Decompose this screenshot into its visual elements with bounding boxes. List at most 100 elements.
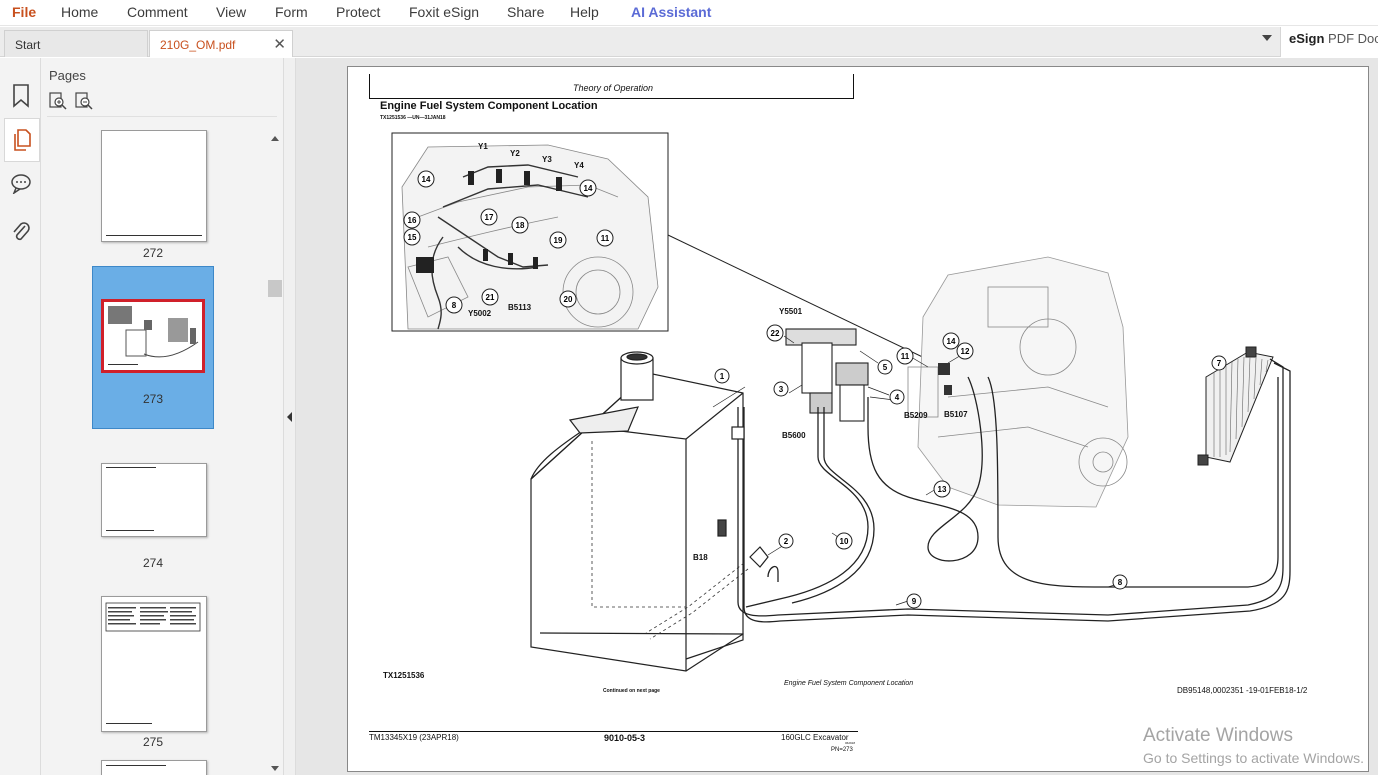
svg-text:2: 2 (784, 537, 789, 546)
zoom-in-thumbnail-icon[interactable] (49, 92, 67, 110)
callout-circle: 11 (596, 229, 614, 247)
svg-text:1: 1 (720, 372, 725, 381)
menu-protect[interactable]: Protect (336, 4, 381, 20)
thumbnail-label: 274 (142, 556, 164, 570)
pages-button[interactable] (4, 118, 40, 162)
menu-view[interactable]: View (216, 4, 247, 20)
pages-panel-title: Pages (49, 68, 86, 83)
thumbnail-page-272[interactable] (101, 130, 207, 242)
figure-ref-code: TX1251536 —UN—31JAN18 (380, 115, 446, 121)
footer-page-number: 9010-05-3 (604, 733, 646, 743)
document-tab-bar: Start 210G_OM.pdf ✕ (0, 27, 1378, 57)
panel-collapse-strip[interactable] (283, 58, 296, 775)
tab-start[interactable]: Start (4, 30, 148, 57)
label-b5107: B5107 (944, 410, 968, 419)
label-y1: Y1 (478, 142, 488, 151)
thumbnail-scrollbar[interactable] (267, 130, 283, 775)
svg-text:8: 8 (452, 301, 457, 310)
footer-pn: PN=273 (831, 747, 853, 753)
callout-circle: 11 (896, 347, 914, 365)
thumbnail-diagram-preview (108, 306, 199, 365)
thumbnail-label: 273 (142, 392, 164, 406)
svg-text:11: 11 (601, 234, 610, 243)
esign-panel-header[interactable]: eSign PDF Doc (1280, 27, 1378, 57)
svg-text:12: 12 (961, 347, 970, 356)
collapse-panel-icon[interactable] (287, 412, 292, 422)
svg-text:14: 14 (584, 184, 593, 193)
callout-circle: 14 (942, 332, 960, 350)
menu-ai-assistant[interactable]: AI Assistant (631, 4, 712, 20)
svg-text:14: 14 (422, 175, 431, 184)
menu-comment[interactable]: Comment (127, 4, 188, 20)
svg-text:19: 19 (554, 236, 563, 245)
esign-title: PDF Doc (1324, 31, 1378, 46)
svg-text:15: 15 (408, 233, 417, 242)
comments-button[interactable] (6, 168, 36, 200)
svg-text:7: 7 (1217, 359, 1222, 368)
callout-circle: 21 (481, 288, 499, 306)
document-reference: DB95148,0002351 -19-01FEB18-1/2 (1177, 686, 1308, 695)
thumbnail-page-275[interactable] (101, 596, 207, 732)
document-viewport: Theory of Operation Engine Fuel System C… (296, 58, 1378, 775)
callout-circle: 15 (403, 228, 421, 246)
scroll-up-icon[interactable] (271, 136, 279, 141)
activation-watermark-title: Activate Windows (1143, 725, 1293, 746)
tab-start-label: Start (15, 38, 41, 52)
label-y4: Y4 (574, 161, 584, 170)
attachment-icon (13, 222, 30, 241)
fuel-system-diagram: 1 2 3 4 5 7 8 9 10 11 12 13 14 22 14 14 … (391, 132, 1291, 672)
tab-document-label: 210G_OM.pdf (160, 38, 236, 52)
chevron-down-icon[interactable] (1262, 35, 1272, 41)
callout-circle: 8 (445, 296, 463, 314)
svg-text:8: 8 (1118, 578, 1123, 587)
continued-note: Continued on next page (603, 688, 660, 694)
label-b5600: B5600 (782, 431, 806, 440)
tab-document[interactable]: 210G_OM.pdf ✕ (149, 30, 293, 57)
thumbnail-preview (101, 299, 205, 373)
svg-text:14: 14 (947, 337, 956, 346)
bookmark-button[interactable] (6, 80, 36, 112)
scrollbar-thumb[interactable] (268, 280, 282, 297)
menu-share[interactable]: Share (507, 4, 545, 20)
callout-circle: 19 (549, 231, 567, 249)
menu-foxit-esign[interactable]: Foxit eSign (409, 4, 480, 20)
figure-id: TX1251536 (383, 671, 425, 680)
activation-watermark-subtitle: Go to Settings to activate Windows. (1143, 750, 1364, 766)
thumbnail-list: 272 273 274 (41, 130, 283, 775)
attachments-button[interactable] (6, 216, 36, 248)
label-b5209: B5209 (904, 411, 928, 420)
svg-text:11: 11 (901, 352, 910, 361)
pages-panel: Pages 272 273 (41, 58, 283, 775)
page-title: Engine Fuel System Component Location (380, 100, 598, 112)
zoom-out-thumbnail-icon[interactable] (75, 92, 93, 110)
close-icon[interactable]: ✕ (273, 36, 286, 53)
callout-circle: 20 (559, 290, 577, 308)
label-y3: Y3 (542, 155, 552, 164)
callout-circle: 16 (403, 211, 421, 229)
callout-circle: 13 (933, 480, 951, 498)
menu-home[interactable]: Home (61, 4, 99, 20)
pages-toolbar (49, 92, 93, 110)
panel-divider (47, 116, 277, 117)
pdf-page: Theory of Operation Engine Fuel System C… (347, 66, 1369, 772)
menu-help[interactable]: Help (570, 4, 599, 20)
figure-caption: Engine Fuel System Component Location (784, 680, 914, 687)
callout-circle: 3 (773, 381, 789, 397)
callout-circle: 9 (906, 593, 922, 609)
svg-text:21: 21 (486, 293, 495, 302)
callout-circle: 8 (1112, 574, 1128, 590)
thumbnail-page-276[interactable] (101, 760, 207, 775)
svg-text:16: 16 (408, 216, 417, 225)
page-header-text: Theory of Operation (573, 83, 654, 93)
comment-icon (11, 174, 31, 194)
svg-text:13: 13 (938, 485, 947, 494)
thumbnail-page-274[interactable] (101, 463, 207, 537)
menu-form[interactable]: Form (275, 4, 308, 20)
menu-file[interactable]: File (12, 4, 37, 20)
callout-circle: 10 (835, 532, 853, 550)
bookmark-icon (13, 84, 29, 108)
thumbnail-page-273[interactable]: 273 (92, 266, 214, 429)
menu-bar: File Home Comment View Form Protect Foxi… (0, 0, 1378, 26)
scroll-down-icon[interactable] (271, 766, 279, 771)
pages-icon (14, 129, 31, 151)
